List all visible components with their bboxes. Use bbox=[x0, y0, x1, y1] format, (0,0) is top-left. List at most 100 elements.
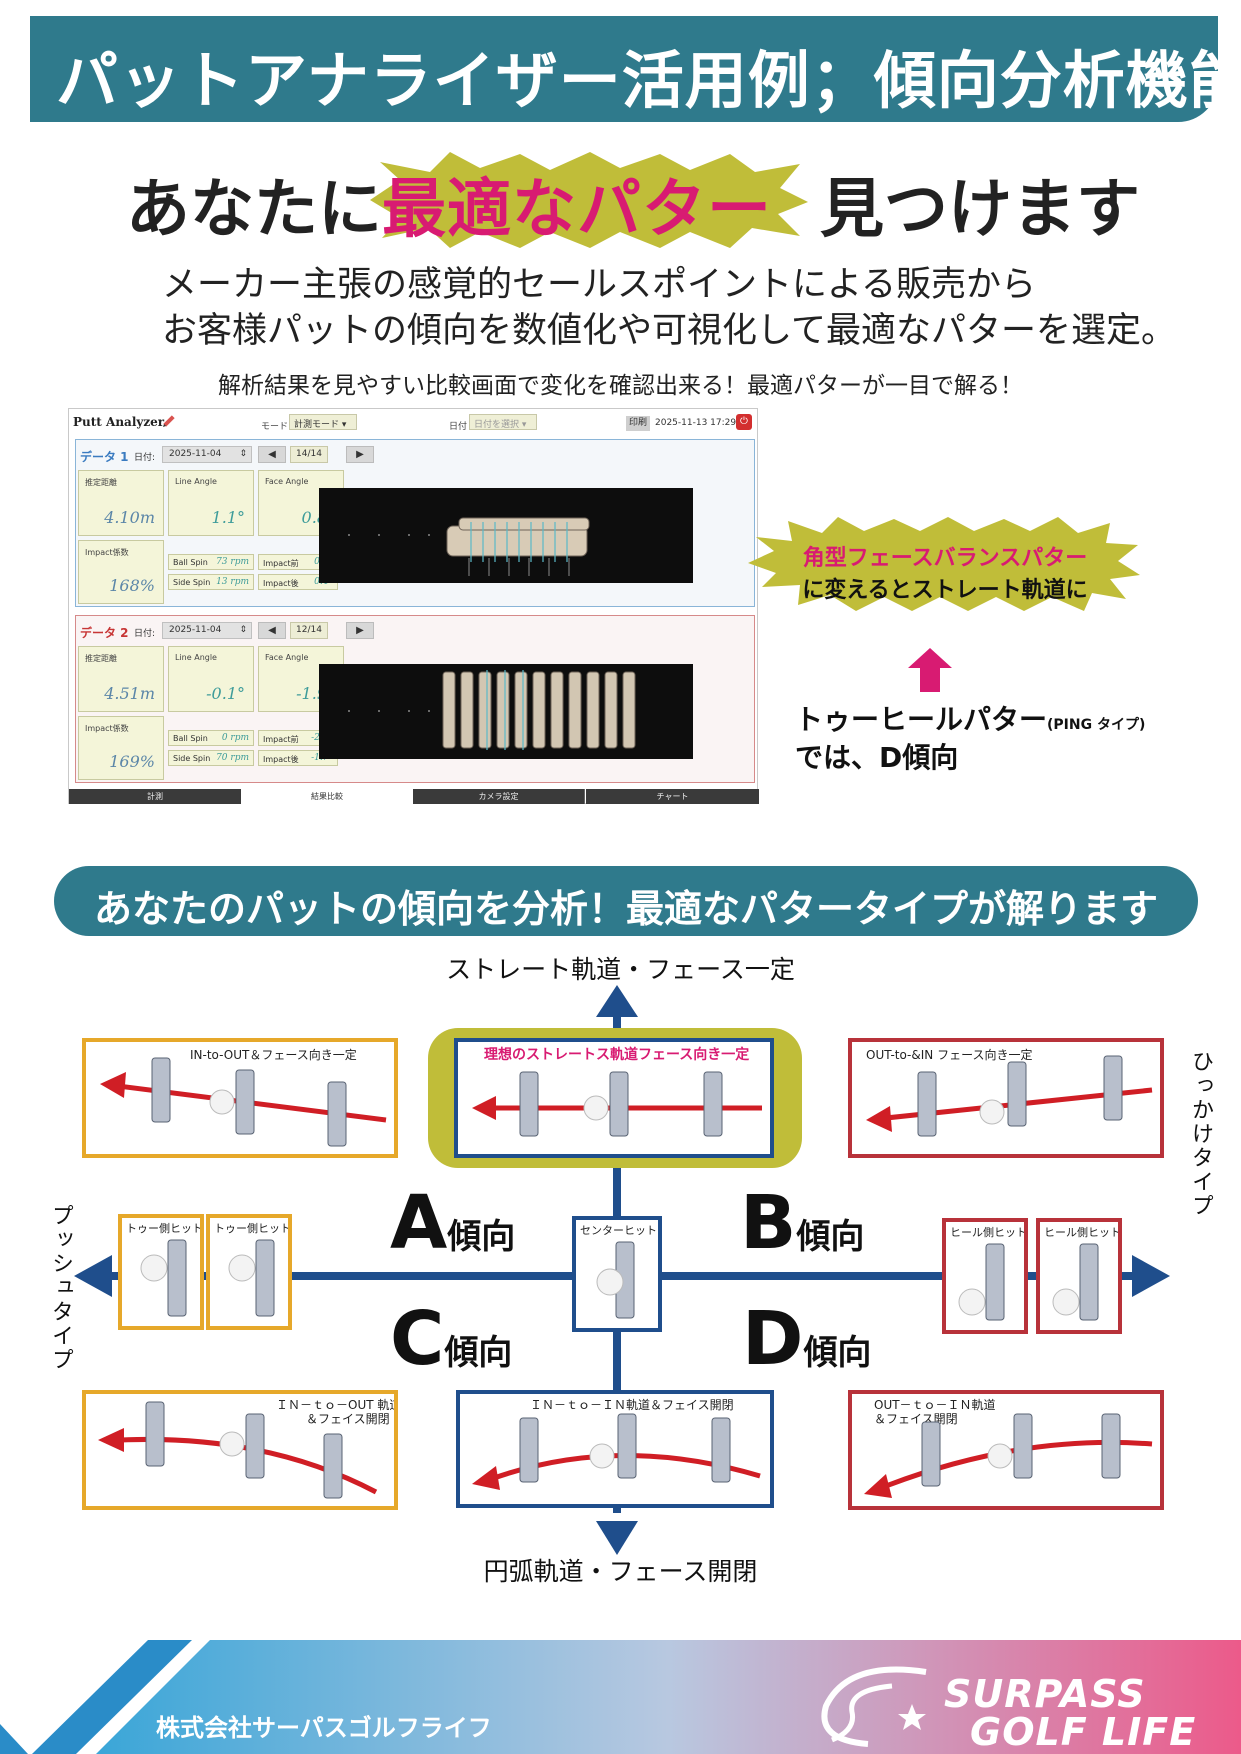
data1-date: 2025-11-04 bbox=[169, 449, 222, 459]
putter-stroke-icon bbox=[100, 1057, 387, 1147]
mode-value: 計測モード bbox=[294, 420, 340, 430]
data1-sidespin-label: Side Spin bbox=[173, 578, 211, 587]
putter-stroke-icon bbox=[866, 1055, 1153, 1137]
date-value: 日付を選択 bbox=[474, 420, 520, 430]
tendency-a-letter: A bbox=[390, 1180, 448, 1266]
axis-left-label: プッシュタイプ bbox=[48, 1204, 73, 1372]
tendency-d-letter: D bbox=[742, 1296, 804, 1382]
data1-impact-box: Impact係数 168% bbox=[78, 540, 164, 604]
data2-est-box: 推定距離 4.51m bbox=[78, 646, 164, 712]
print-button[interactable]: 印刷 bbox=[626, 416, 650, 431]
data2-page: 12/14 bbox=[290, 622, 328, 639]
data2-est-value: 4.51m bbox=[104, 684, 155, 703]
putter-heel-hit-icon bbox=[958, 1243, 1005, 1321]
data2-impact-value: 169% bbox=[109, 752, 155, 771]
tab-camera[interactable]: カメラ設定 bbox=[413, 789, 585, 804]
data2-putter-video bbox=[319, 664, 693, 759]
tab-compare[interactable]: 結果比較 bbox=[241, 789, 413, 804]
data1-putter-video bbox=[319, 488, 693, 583]
data2-ballspin-value: 0 rpm bbox=[221, 733, 249, 743]
section2-banner: あなたのパットの傾向を分析！最適なパタータイプが解ります bbox=[54, 866, 1198, 936]
card-out-in-constant-label: OUT-to-&IN フェース向き一定 bbox=[866, 1048, 1033, 1062]
data2-prev-button[interactable]: ◀ bbox=[258, 622, 286, 639]
data1-ballspin-box: Ball Spin 73 rpm bbox=[168, 554, 254, 570]
data1-prev-button[interactable]: ◀ bbox=[258, 446, 286, 463]
card-heel-hit-2-label: ヒール側ヒット bbox=[1044, 1226, 1121, 1239]
app-toolbar: Putt Analyzer モード 計測モード ▾ 日付 日付を選択 ▾ 印刷 … bbox=[69, 409, 759, 435]
data1-ballspin-label: Ball Spin bbox=[173, 558, 208, 567]
data1-date-input[interactable]: 2025-11-04⇕ bbox=[162, 446, 252, 463]
card-center-hit-label: センターヒット bbox=[580, 1224, 657, 1237]
data2-next-button[interactable]: ▶ bbox=[346, 622, 374, 639]
data1-sidespin-value: 13 rpm bbox=[216, 577, 249, 587]
data2-impafter-label: Impact後 bbox=[263, 755, 299, 764]
axis-top-label: ストレート軌道・フェース一定 bbox=[446, 955, 795, 984]
data2-date-input[interactable]: 2025-11-04⇕ bbox=[162, 622, 252, 639]
datetime: 2025-11-13 17:29:47 bbox=[655, 418, 751, 428]
data2-date: 2025-11-04 bbox=[169, 625, 222, 635]
data1-impact-label: Impact係数 bbox=[85, 548, 129, 557]
ping-type-note: (PING タイプ) bbox=[1047, 717, 1146, 733]
data2-impact-box: Impact係数 169% bbox=[78, 716, 164, 780]
data2-sidespin-value: 70 rpm bbox=[216, 753, 249, 763]
pencil-icon[interactable] bbox=[161, 413, 177, 429]
footer: 株式会社サーパスゴルフライフ SURPASS GOLF LIFE bbox=[0, 1640, 1241, 1754]
putter-arc-stroke-icon bbox=[472, 1413, 761, 1490]
card-out-in-constant: OUT-to-&IN フェース向き一定 bbox=[848, 1038, 1164, 1158]
card-in-out-open-label-2: ＆フェイス開閉 bbox=[306, 1412, 390, 1426]
tendency-d: D傾向 bbox=[742, 1296, 871, 1382]
data2-impbefore-label: Impact前 bbox=[263, 735, 299, 744]
card-toe-hit-1-label: トゥー側ヒット bbox=[126, 1222, 203, 1235]
data1-line-value: 1.1° bbox=[211, 508, 245, 527]
data2-date-label: 日付: bbox=[134, 629, 156, 639]
card-out-in-open-label-1: OUT－ｔｏ－ＩＮ軌道 bbox=[874, 1398, 996, 1412]
data2-impact-label: Impact係数 bbox=[85, 724, 129, 733]
lead-line-2: お客様パットの傾向を数値化や可視化して最適なパターを選定。 bbox=[162, 311, 1176, 351]
callout-starburst bbox=[748, 517, 1140, 611]
app-title: Putt Analyzer bbox=[73, 415, 165, 429]
data1-line-label: Line Angle bbox=[175, 477, 217, 486]
tendency-a: A傾向 bbox=[390, 1180, 515, 1266]
putter-toe-hit-icon bbox=[140, 1239, 187, 1317]
putter-arc-stroke-icon bbox=[864, 1413, 1153, 1498]
card-in-in-open-label: ＩＮ－ｔｏ－ＩＮ軌道＆フェイス開閉 bbox=[530, 1398, 734, 1412]
date-select[interactable]: 日付を選択 ▾ bbox=[469, 414, 537, 430]
up-arrow-icon bbox=[908, 648, 952, 692]
page-title: パットアナライザー活用例；傾向分析機能 bbox=[56, 44, 1241, 117]
callout-line-2: に変えるとストレート軌道に bbox=[802, 578, 1088, 603]
tab-measure[interactable]: 計測 bbox=[69, 789, 241, 804]
data1-title: データ 1 bbox=[80, 450, 129, 464]
putt-analyzer-screen: Putt Analyzer モード 計測モード ▾ 日付 日付を選択 ▾ 印刷 … bbox=[68, 408, 759, 804]
data1-impbefore-label: Impact前 bbox=[263, 559, 299, 568]
data2-title: データ 2 bbox=[80, 626, 129, 640]
logo-text-line-2: GOLF LIFE bbox=[970, 1710, 1197, 1754]
data1-next-button[interactable]: ▶ bbox=[346, 446, 374, 463]
starburst-graphic bbox=[370, 152, 808, 248]
card-heel-hit-1: ヒール側ヒット bbox=[942, 1218, 1028, 1334]
data1-ballspin-value: 73 rpm bbox=[216, 557, 249, 567]
axis-right-label: ひっかけタイプ bbox=[1188, 1050, 1213, 1218]
data-panel-1: データ 1 日付: 2025-11-04⇕ ◀ 14/14 ▶ 推定距離 4.1… bbox=[75, 439, 755, 607]
card-in-out-constant-label: IN-to-OUT＆フェース向き一定 bbox=[190, 1048, 357, 1062]
mode-select[interactable]: 計測モード ▾ bbox=[289, 414, 357, 430]
data2-sidespin-label: Side Spin bbox=[173, 754, 211, 763]
data1-line-box: Line Angle 1.1° bbox=[168, 470, 254, 536]
data1-est-value: 4.10m bbox=[104, 508, 155, 527]
card-in-out-open-label-1: ＩＮ－ｔｏ－OUT 軌道 bbox=[276, 1398, 398, 1412]
card-in-out-constant: IN-to-OUT＆フェース向き一定 bbox=[82, 1038, 398, 1158]
putter-center-hit-icon bbox=[596, 1241, 635, 1319]
data2-face-label: Face Angle bbox=[265, 653, 309, 662]
headline-highlight: 最適なパター bbox=[382, 173, 772, 247]
company-name: 株式会社サーパスゴルフライフ bbox=[156, 1714, 492, 1742]
power-icon[interactable]: ⏻ bbox=[736, 414, 752, 430]
putter-toe-hit-icon bbox=[228, 1239, 275, 1317]
callout-line-1: 角型フェースバランスパター bbox=[802, 546, 1088, 571]
subline: 解析結果を見やすい比較画面で変化を確認出来る！最適パターが一目で解る！ bbox=[218, 373, 1023, 399]
tab-chart[interactable]: チャート bbox=[586, 789, 759, 804]
data1-page: 14/14 bbox=[290, 446, 328, 463]
surpass-logo-swoosh bbox=[821, 1666, 927, 1747]
toe-heel-line-1: トゥーヒールパター(PING タイプ) bbox=[795, 698, 1145, 738]
card-in-in-open: ＩＮ－ｔｏ－ＩＮ軌道＆フェイス開閉 bbox=[456, 1390, 774, 1508]
toe-heel-text: トゥーヒールパター bbox=[795, 703, 1048, 736]
app-tabs: 計測 結果比較 カメラ設定 チャート bbox=[69, 789, 759, 804]
